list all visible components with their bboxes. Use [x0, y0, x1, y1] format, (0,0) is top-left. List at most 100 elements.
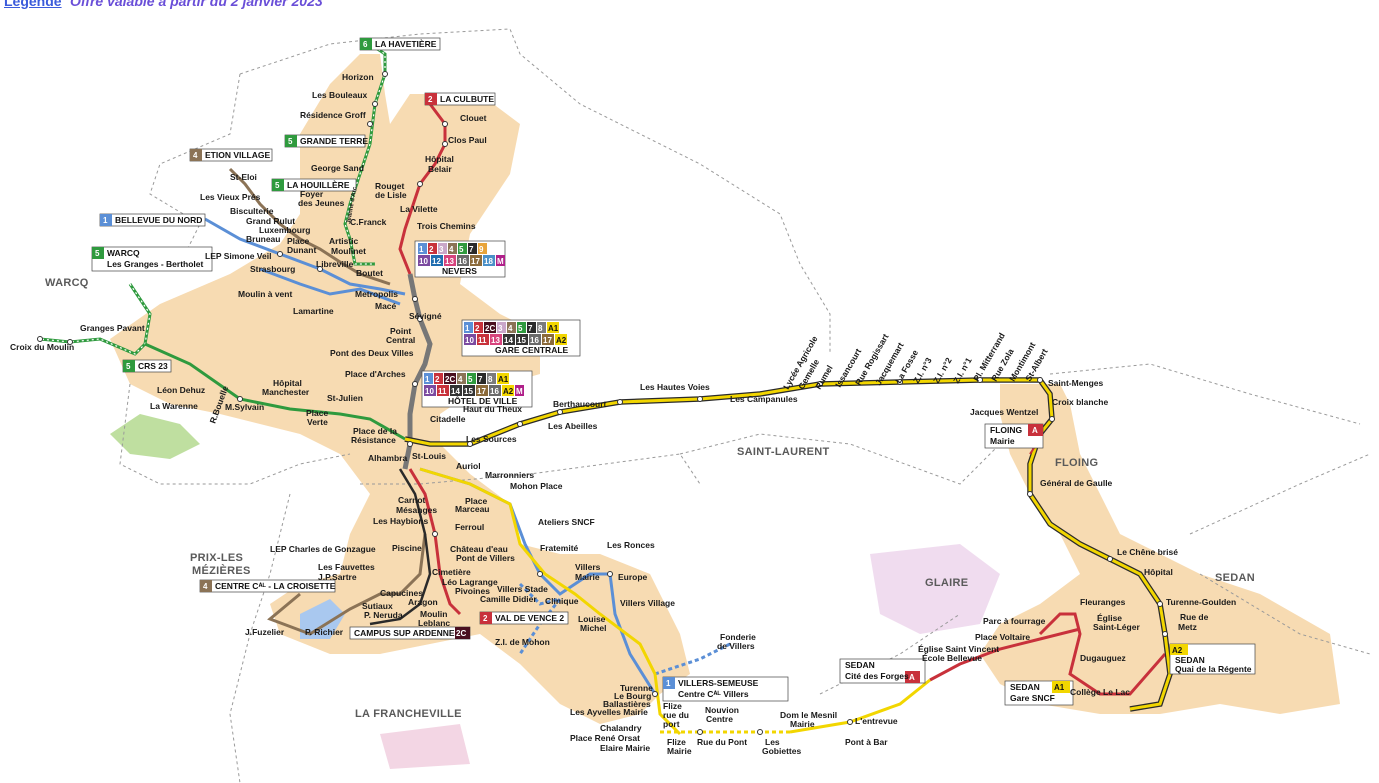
svg-text:Centre: Centre: [706, 714, 733, 724]
svg-text:Dunant: Dunant: [287, 245, 316, 255]
svg-text:rue du: rue du: [663, 710, 689, 720]
svg-text:Cimetière: Cimetière: [432, 567, 471, 577]
terminus-culbute[interactable]: 2 LA CULBUTE: [424, 92, 496, 106]
terminus-campus[interactable]: CAMPUS SUP ARDENNE 2C: [349, 626, 471, 640]
terminus-havetiere[interactable]: 6 LA HAVETIÈRE: [359, 37, 441, 51]
line-badge: [515, 385, 524, 396]
svg-text:2: 2: [483, 614, 488, 623]
line-badge-label: 2: [435, 375, 440, 384]
svg-text:GARE CENTRALE: GARE CENTRALE: [495, 345, 569, 355]
svg-text:Les Campanules: Les Campanules: [730, 394, 798, 404]
line-badge-label: 11: [438, 387, 447, 396]
svg-text:Lamartine: Lamartine: [293, 306, 334, 316]
terminus-croisette[interactable]: 4 CENTRE Cᴬᴸ - LA CROISETTE: [199, 579, 336, 593]
svg-text:HÔTEL DE VILLE: HÔTEL DE VILLE: [448, 395, 518, 406]
svg-text:Place: Place: [306, 408, 328, 418]
svg-text:P. Neruda: P. Neruda: [364, 610, 403, 620]
terminus-houillere[interactable]: 5 LA HOUILLÈRE: [271, 178, 357, 192]
svg-text:LA HAVETIÈRE: LA HAVETIÈRE: [375, 39, 437, 49]
legend-link[interactable]: Légende: [4, 0, 62, 9]
line-badge: [470, 255, 482, 266]
line-badge-label: 16: [490, 387, 499, 396]
svg-text:Léon Dehuz: Léon Dehuz: [157, 385, 205, 395]
svg-text:St-Eloi: St-Eloi: [230, 172, 257, 182]
region-prix-2: MÉZIÈRES: [192, 564, 251, 577]
svg-text:A: A: [909, 673, 915, 682]
svg-text:P. Richier: P. Richier: [305, 627, 344, 637]
line-badge: [458, 243, 467, 254]
line-badge-label: 16: [530, 336, 539, 345]
svg-text:Central: Central: [386, 335, 415, 345]
line-badge-label: M: [497, 257, 504, 266]
svg-text:Résistance: Résistance: [351, 435, 396, 445]
line-badge-label: 18: [484, 257, 493, 266]
svg-text:Résidence Groff: Résidence Groff: [300, 110, 366, 120]
line-badge: [448, 243, 457, 254]
line-badge: [517, 322, 526, 333]
svg-text:Berthaucourt: Berthaucourt: [553, 399, 607, 409]
validity-text: Offre valable à partir du 2 janvier 2023: [70, 0, 323, 9]
svg-text:Citadelle: Citadelle: [430, 414, 466, 424]
svg-text:Artistic: Artistic: [329, 236, 359, 246]
svg-text:Clinique: Clinique: [545, 596, 579, 606]
terminus-val-de-vence[interactable]: 2 VAL DE VENCE 2: [479, 611, 569, 625]
svg-text:École Bellevue: École Bellevue: [922, 653, 982, 663]
svg-text:SEDAN: SEDAN: [1175, 655, 1205, 665]
line-badge: [547, 322, 559, 333]
line-badge: [457, 255, 469, 266]
svg-text:Place: Place: [287, 236, 309, 246]
terminus-grande-terre[interactable]: 5 GRANDE TERRE: [284, 134, 368, 148]
line-4-route: [228, 167, 427, 636]
svg-text:Fleuranges: Fleuranges: [1080, 597, 1126, 607]
line-badge: [431, 255, 443, 266]
line-badge-label: 14: [504, 336, 513, 345]
svg-text:Mésanges: Mésanges: [396, 505, 437, 515]
region-sedan: SEDAN: [1215, 572, 1255, 584]
line-badge: [434, 373, 443, 384]
svg-text:de Lisle: de Lisle: [375, 190, 407, 200]
line-badge-label: 4: [508, 324, 513, 333]
svg-text:Église Saint Vincent: Église Saint Vincent: [918, 644, 999, 654]
terminus-warcq[interactable]: 5 WARCQ Les Granges - Bertholet: [91, 246, 213, 272]
svg-text:M.Sylvain: M.Sylvain: [225, 402, 264, 412]
line-badge-label: 2C: [485, 324, 495, 333]
terminus-bellevue[interactable]: 1 BELLEVUE DU NORD: [99, 213, 206, 227]
svg-text:Saint-Léger: Saint-Léger: [1093, 622, 1140, 632]
svg-text:1: 1: [103, 216, 108, 225]
svg-text:4: 4: [193, 151, 198, 160]
svg-text:Les Ayvelles Mairie: Les Ayvelles Mairie: [570, 707, 648, 717]
line-badge: [464, 334, 476, 345]
terminus-floing[interactable]: A FLOING Mairie: [984, 423, 1044, 449]
terminus-etion[interactable]: 4 ETION VILLAGE: [189, 148, 273, 162]
line-badge-label: 8: [488, 375, 493, 384]
svg-text:Léo Lagrange: Léo Lagrange: [442, 577, 498, 587]
svg-text:Château d'eau: Château d'eau: [450, 544, 508, 554]
line-7-A-route: [369, 468, 432, 626]
svg-text:Fonderie: Fonderie: [720, 632, 756, 642]
terminus-sedan-regente[interactable]: A2 SEDAN Quai de la Régente: [1169, 643, 1256, 675]
region-francheville: LA FRANCHEVILLE: [355, 708, 462, 720]
terminus-villers-semeuse[interactable]: 1 VILLERS-SEMEUSE Centre Cᴬᴸ Villers: [662, 676, 789, 702]
terminus-crs23[interactable]: 5 CRS 23: [122, 359, 172, 373]
line-badge: [497, 373, 509, 384]
stop-labels: Horizon Les Bouleaux Résidence Groff Geo…: [10, 72, 1236, 756]
svg-text:de Villers: de Villers: [717, 641, 755, 651]
svg-text:George Sand: George Sand: [311, 163, 364, 173]
svg-text:Villers Stade: Villers Stade: [497, 584, 548, 594]
svg-text:6: 6: [363, 40, 368, 49]
terminus-sedan-gare[interactable]: A1 SEDAN Gare SNCF: [1004, 680, 1074, 706]
line-badge: [489, 385, 501, 396]
line-badge: [477, 373, 486, 384]
svg-text:LA HOUILLÈRE: LA HOUILLÈRE: [287, 180, 350, 190]
svg-text:Ateliers SNCF: Ateliers SNCF: [538, 517, 595, 527]
terminus-sedan-forges[interactable]: A SEDAN Cité des Forges: [839, 658, 926, 684]
svg-text:1: 1: [666, 679, 671, 688]
line-badge-label: 2: [429, 245, 434, 254]
charleville-area: [110, 54, 690, 724]
line-badge: [468, 243, 477, 254]
svg-text:Fratemité: Fratemité: [540, 543, 579, 553]
svg-text:J.P.Sartre: J.P.Sartre: [318, 572, 357, 582]
